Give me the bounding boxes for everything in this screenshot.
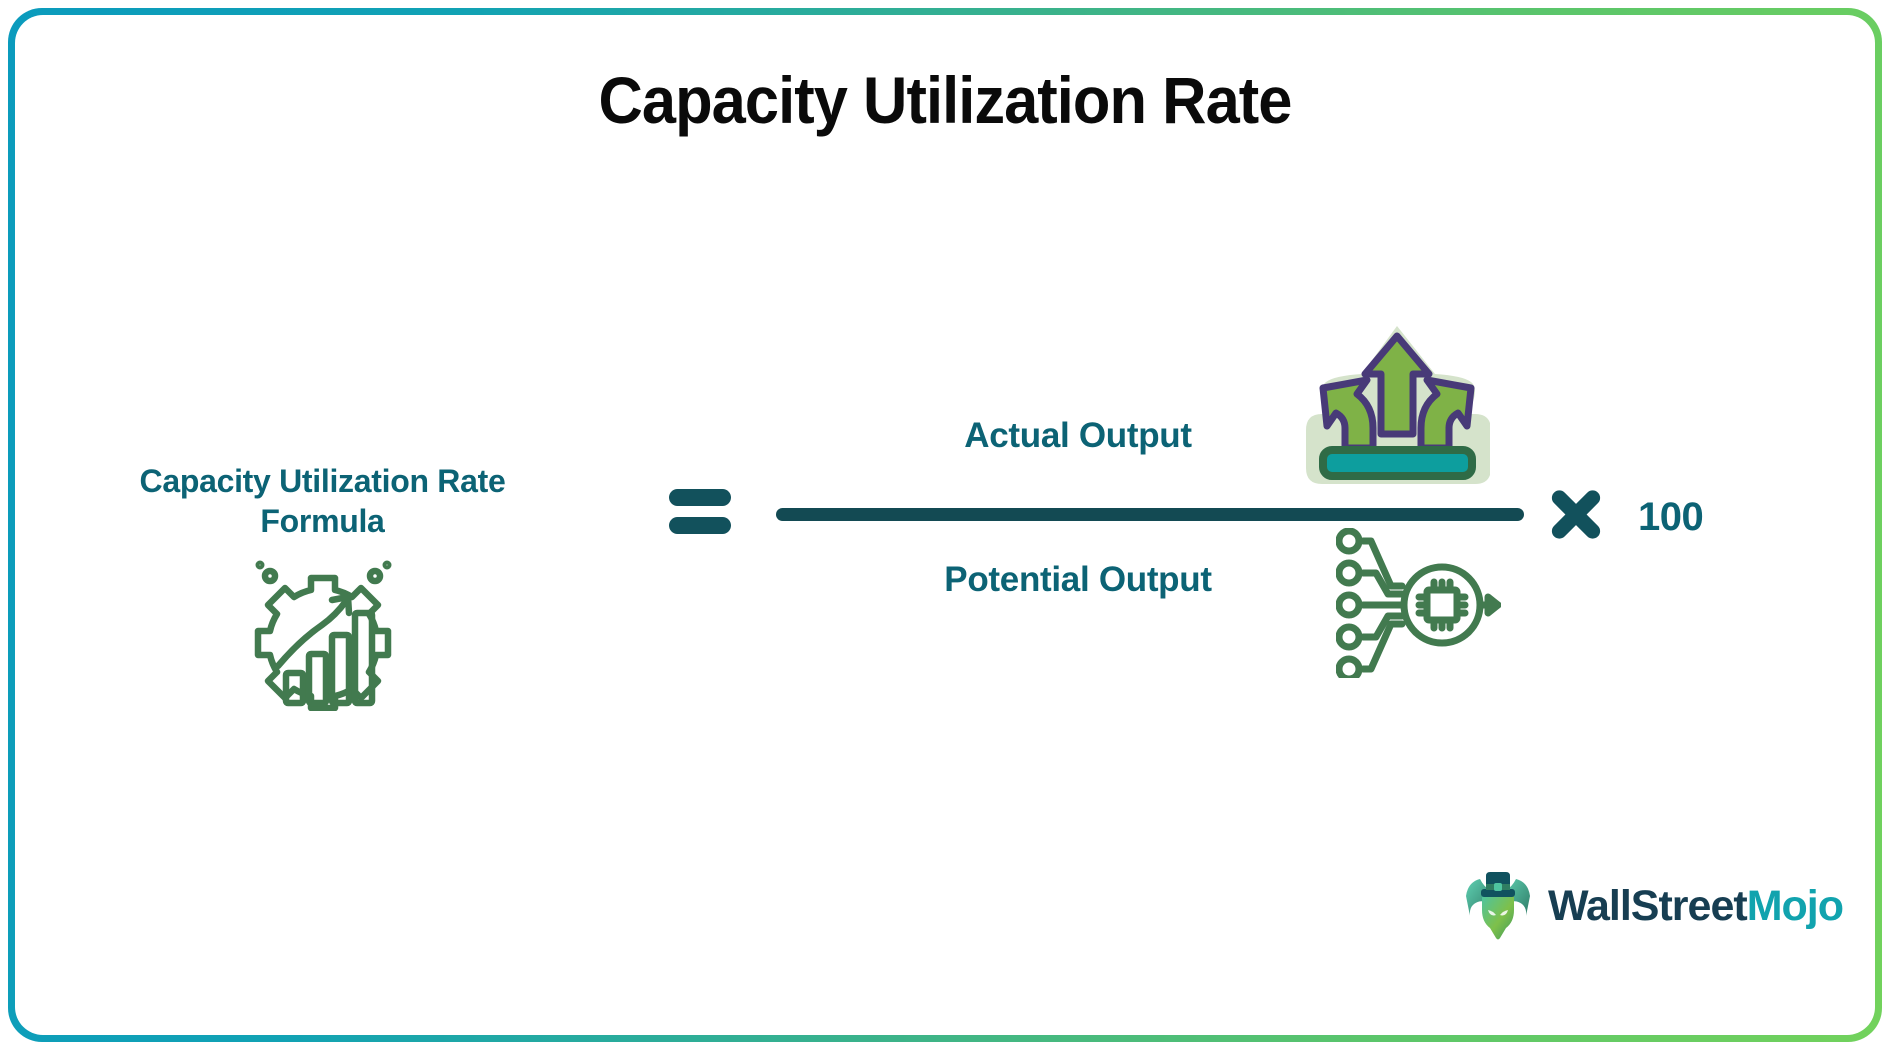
multiplier-value: 100: [1638, 495, 1704, 539]
fraction-denominator: Potential Output: [944, 560, 1212, 599]
multiply-sign: [1548, 487, 1604, 543]
logo-wordmark: WallStreetMojo: [1548, 882, 1844, 931]
fraction-divider-bar: [776, 508, 1524, 521]
equals-bar-bottom: [669, 517, 731, 534]
equals-sign: [669, 489, 731, 537]
formula-label-line1: Capacity Utilization Rate: [139, 463, 506, 499]
equals-bar-top: [669, 489, 731, 506]
formula-label: Capacity Utilization Rate Formula: [95, 462, 550, 541]
fraction-block: Actual Output Potential Output: [768, 400, 1524, 620]
formula-label-line2: Formula: [260, 502, 385, 539]
page-title: Capacity Utilization Rate: [598, 63, 1293, 137]
three-arrows-output-icon: [1305, 322, 1491, 492]
wallstreetmojo-logo[interactable]: WallStreetMojo: [1462, 868, 1844, 945]
fraction-numerator: Actual Output: [964, 416, 1192, 455]
circuit-processor-icon: [1335, 527, 1502, 683]
logo-word-secondary: Mojo: [1746, 882, 1844, 930]
wallstreetmojo-bull-icon: [1462, 868, 1534, 945]
logo-word-primary: WallStreet: [1548, 882, 1748, 930]
formula-label-block: Capacity Utilization Rate Formula: [95, 462, 550, 712]
gear-bar-chart-growth-icon: [95, 559, 550, 712]
